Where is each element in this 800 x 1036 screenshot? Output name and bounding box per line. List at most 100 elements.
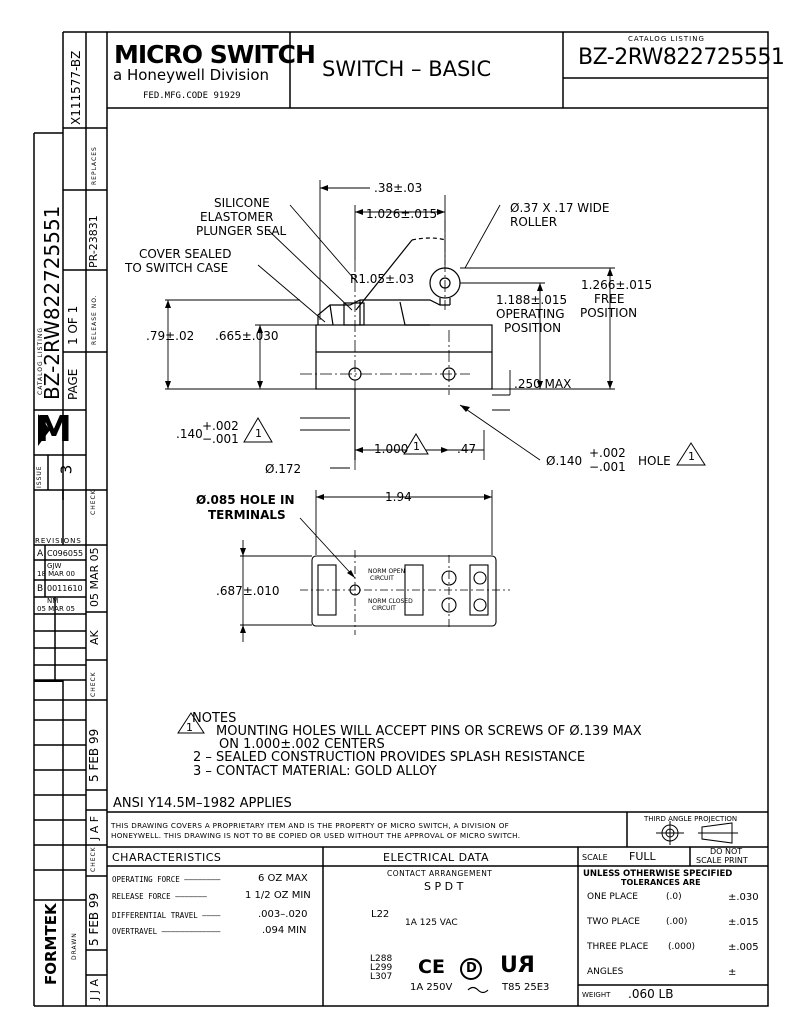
tol-angles-label: ANGLES (587, 967, 624, 977)
brand-name: MICRO SWITCH (114, 40, 316, 69)
char-row-2-value: 1 1/2 OZ MIN (245, 890, 311, 901)
norm-open-2: CIRCUIT (370, 575, 394, 582)
tol-angles-value: ± (728, 967, 737, 978)
revisions-title: REVISIONS (35, 537, 82, 545)
rev-b-date: 05 MAR 05 (37, 605, 75, 613)
contact-arrangement-value: S P D T (424, 880, 464, 893)
note-ref-1c: 1 (688, 450, 695, 463)
note-3: 3 – CONTACT MATERIAL: GOLD ALLOY (193, 764, 437, 779)
m-logo (38, 414, 50, 448)
dim-079: .79±.02 (146, 329, 195, 343)
dim-250-max: .250 MAX (514, 377, 572, 391)
note-1-num: 1 (186, 721, 193, 734)
m-logo-text: M (36, 409, 72, 450)
proprietary-line-2: HONEYWELL. THIS DRAWING IS NOT TO BE COP… (111, 831, 521, 840)
rev-b-letter: B (37, 584, 44, 594)
tolerances-title-1: UNLESS OTHERWISE SPECIFIED (583, 869, 733, 879)
note-ref-1b: 1 (413, 440, 420, 453)
silicone-3: PLUNGER SEAL (196, 224, 287, 238)
electrical-title: ELECTRICAL DATA (383, 851, 489, 864)
do-not-1: DO NOT (710, 847, 743, 856)
contact-arrangement-label: CONTACT ARRANGEMENT (387, 869, 493, 878)
tol-one-fmt: (.0) (666, 892, 682, 902)
char-row-1-label: OPERATING FORCE –––––––– (112, 875, 221, 884)
tol-left-plus: +.002 (202, 419, 239, 433)
roller-label-2: ROLLER (510, 215, 558, 229)
dim-038: .38±.03 (374, 181, 423, 195)
roller-label-1: Ø.37 X .17 WIDE (510, 201, 610, 215)
tolerances-title-2: TOLERANCES ARE (621, 878, 701, 887)
free-3: POSITION (580, 306, 638, 320)
vde-mark-circle (460, 958, 482, 980)
hole-right-minus: −.001 (589, 460, 626, 474)
characteristics-title: CHARACTERISTICS (112, 851, 222, 864)
code-l307: L307 (370, 972, 393, 982)
note-1-line-1: MOUNTING HOLES WILL ACCEPT PINS OR SCREW… (216, 724, 642, 739)
l22-rating: 1A 125 VAC (405, 918, 458, 928)
term-hole-2: TERMINALS (208, 508, 286, 522)
l22-code: L22 (371, 909, 390, 920)
tol-left-minus: −.001 (202, 432, 239, 446)
actuator-lever (317, 299, 450, 325)
brand-division: a Honeywell Division (113, 66, 270, 84)
rev-b-number: 0011610 (47, 584, 83, 593)
rev-a-letter: A (37, 549, 44, 559)
ansi-standard: ANSI Y14.5M–1982 APPLIES (113, 796, 292, 811)
operating-3: POSITION (504, 321, 562, 335)
free-1: 1.266±.015 (581, 278, 653, 292)
tol-two-value: ±.015 (728, 917, 759, 928)
dim-1000: 1.000 (374, 442, 409, 456)
norm-closed-2: CIRCUIT (372, 605, 396, 612)
char-row-3-value: .003–.020 (258, 909, 308, 920)
code-l299: L299 (370, 963, 393, 973)
note-1-line-2: ON 1.000±.002 CENTERS (219, 737, 385, 752)
dim-1026: 1.026±.015 (366, 207, 438, 221)
hole-right-suffix: HOLE (638, 454, 671, 468)
proprietary-line-1: THIS DRAWING COVERS A PROPRIETARY ITEM A… (111, 821, 510, 830)
silicone-1: SILICONE (214, 196, 270, 210)
hole-right-base: Ø.140 (546, 454, 583, 468)
scale-label: SCALE (582, 853, 608, 862)
ur-mark: RU (500, 953, 535, 978)
silicone-2: ELASTOMER (200, 210, 274, 224)
free-2: FREE (594, 292, 625, 306)
tol-three-label: THREE PLACE (587, 942, 649, 952)
ac-wave-symbol (467, 986, 489, 994)
weight-label: WEIGHT (582, 991, 611, 999)
tol-two-label: TWO PLACE (587, 917, 640, 927)
tol-one-label: ONE PLACE (587, 892, 638, 902)
note-ref-1a: 1 (255, 427, 262, 440)
rev-a-by: GJW (47, 562, 62, 570)
ce-mark: CE (418, 956, 445, 978)
third-angle-label: THIRD ANGLE PROJECTION (644, 815, 738, 823)
dim-0665: .665±.030 (215, 329, 279, 343)
cover-1: COVER SEALED (139, 247, 232, 261)
rating-250v: 1A 250V (410, 982, 453, 993)
char-row-1-value: 6 OZ MAX (258, 873, 308, 884)
rev-a-date: 18 MAR 00 (37, 570, 75, 578)
note-ref-triangle (243, 417, 273, 443)
dim-194: 1.94 (385, 490, 412, 504)
rev-b-by: NM (47, 597, 59, 605)
tol-two-fmt: (.00) (666, 917, 688, 927)
drawing-title: SWITCH – BASIC (322, 57, 492, 81)
rev-a-number: C096055 (47, 549, 84, 558)
vde-mark: D (466, 961, 477, 976)
tol-left-base: .140 (176, 427, 203, 441)
char-row-3-label: DIFFERENTIAL TRAVEL –––– (112, 911, 221, 920)
do-not-2: SCALE PRINT (696, 856, 748, 865)
catalog-listing-caption: CATALOG LISTING (628, 35, 705, 43)
code-l288: L288 (370, 954, 393, 964)
dia-172: Ø.172 (265, 462, 302, 476)
operating-2: OPERATING (496, 307, 565, 321)
bottom-view-body (311, 555, 497, 627)
char-row-2-label: RELEASE FORCE ––––––– (112, 892, 207, 901)
notes-title: NOTES (192, 711, 237, 726)
dim-047: .47 (457, 442, 477, 456)
switch-body (315, 324, 493, 390)
norm-closed-1: NORM CLOSED (368, 598, 413, 605)
rating-t85: T85 25E3 (502, 982, 550, 993)
scale-value: FULL (629, 850, 656, 863)
